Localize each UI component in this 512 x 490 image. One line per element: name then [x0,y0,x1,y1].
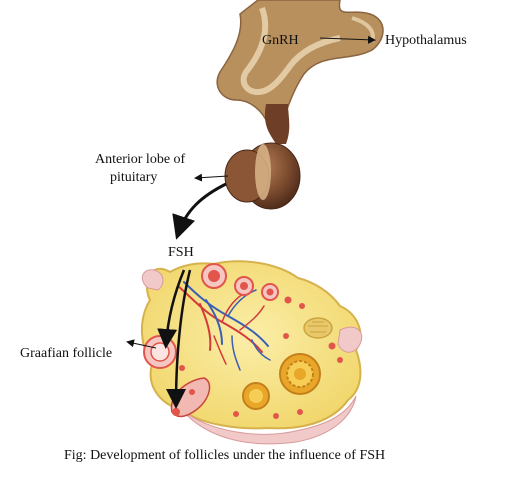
hypothalamus-label: Hypothalamus [385,33,467,48]
anterior-lobe-label-line1: Anterior lobe of [95,152,186,167]
arrow-graafian-to-label [126,339,157,349]
figure-caption: Fig: Development of follicles under the … [64,448,386,463]
blood-vessels [177,281,271,371]
hypothalamus-shape [216,0,384,125]
arrow-fsh-to-graafian [157,269,186,349]
graafian-follicle-label: Graafian follicle [20,346,113,361]
gnrh-label: GnRH [262,33,299,48]
corpus-luteum-small [242,382,270,410]
arrow-gnrh-to-hypothalamus [319,35,376,44]
pituitary-gland [224,104,301,210]
arrows [126,35,376,409]
graafian-follicle-structure [143,335,177,369]
follicle-primary-small [234,276,254,296]
follicle-primary-right [261,283,279,301]
arrow-pituitary-to-fsh [172,182,227,240]
anterior-lobe-label-line2: pituitary [110,170,158,185]
corpus-albicans [303,317,333,339]
arrow-pituitary-to-label [194,173,229,182]
follicle-primary-large [201,263,227,289]
corpus-luteum [279,353,321,395]
fsh-label: FSH [168,245,194,260]
arrow-fsh-to-ovulation [166,269,192,409]
